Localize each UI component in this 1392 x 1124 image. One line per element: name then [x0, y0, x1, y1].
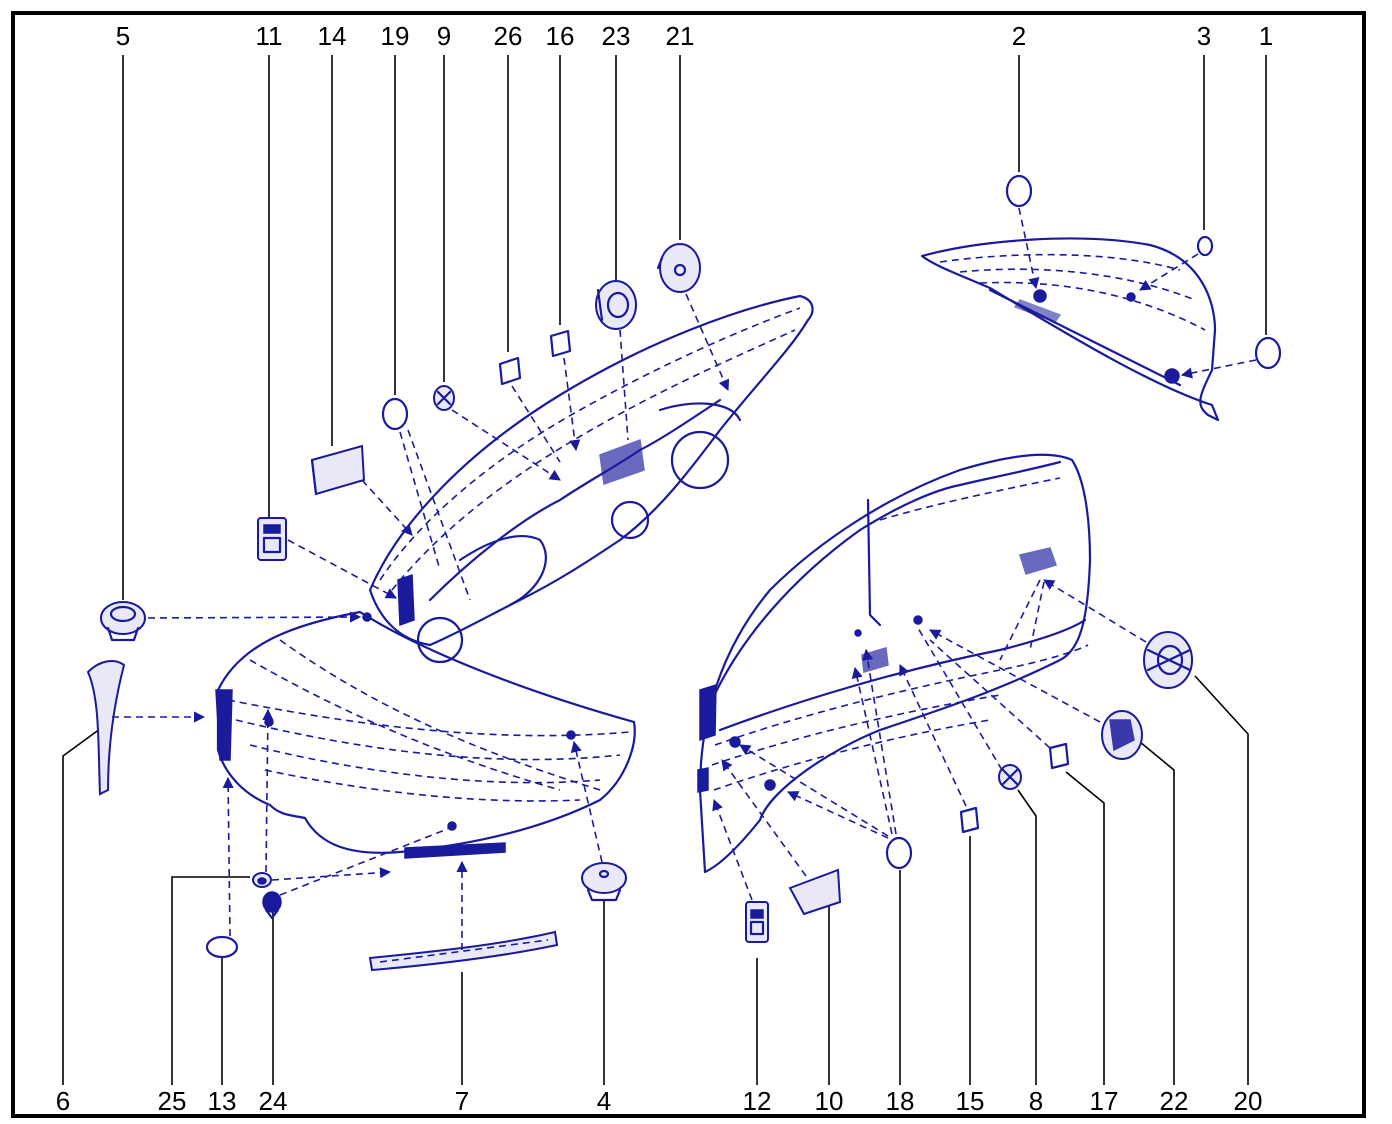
pad-10 [788, 868, 842, 916]
grommet-8 [998, 764, 1022, 790]
callout-16: 16 [546, 21, 575, 51]
callout-25: 25 [158, 1086, 187, 1116]
callout-5: 5 [116, 21, 130, 51]
callout-22: 22 [1160, 1086, 1189, 1116]
callout-14: 14 [318, 21, 347, 51]
callout-12: 12 [743, 1086, 772, 1116]
diagram-frame [11, 11, 1366, 1118]
grommet-20 [1143, 631, 1193, 689]
callout-24: 24 [259, 1086, 288, 1116]
leader-lines [62, 55, 1267, 1085]
plug-19 [381, 397, 409, 431]
plug-1 [1254, 336, 1282, 370]
callout-7: 7 [455, 1086, 469, 1116]
callout-3: 3 [1197, 21, 1211, 51]
strip-7 [368, 930, 559, 972]
plug-13 [205, 935, 239, 959]
hood [215, 610, 636, 859]
trim-strip-6 [86, 659, 126, 796]
button-plug-4 [581, 862, 627, 902]
callout-9: 9 [437, 21, 451, 51]
switch-12 [745, 901, 769, 943]
callout-26: 26 [494, 21, 523, 51]
callout-21: 21 [666, 21, 695, 51]
pad-14 [310, 444, 366, 496]
callout-18: 18 [886, 1086, 915, 1116]
patch-17 [1048, 742, 1070, 770]
switch-11 [257, 517, 287, 561]
callout-10: 10 [815, 1086, 844, 1116]
plug-2 [1005, 174, 1033, 208]
callouts-bottom: 6 25 13 24 7 4 12 10 18 15 8 17 22 20 [56, 1086, 1263, 1116]
rear-door-panel [362, 294, 814, 664]
trunk-lid [920, 237, 1220, 422]
patch-16 [549, 329, 572, 358]
callout-23: 23 [602, 21, 631, 51]
callout-8: 8 [1029, 1086, 1043, 1116]
clip-24 [262, 891, 282, 920]
callout-13: 13 [208, 1086, 237, 1116]
callout-19: 19 [381, 21, 410, 51]
grommet-5 [100, 601, 146, 642]
grommet-22 [1101, 710, 1143, 760]
speaker-23 [595, 280, 637, 330]
cover-21 [656, 243, 701, 293]
callouts-top: 5 11 14 19 9 26 16 23 21 2 3 1 [116, 21, 1273, 51]
patch-15 [959, 806, 980, 834]
callout-2: 2 [1012, 21, 1026, 51]
plug-3 [1196, 235, 1214, 257]
callout-1: 1 [1259, 21, 1273, 51]
callout-11: 11 [256, 21, 283, 51]
callout-20: 20 [1234, 1086, 1263, 1116]
callout-6: 6 [56, 1086, 70, 1116]
plug-18 [885, 836, 913, 870]
callout-17: 17 [1090, 1086, 1119, 1116]
patch-26 [498, 356, 522, 386]
callout-4: 4 [597, 1086, 611, 1116]
clip-25 [252, 872, 272, 888]
grommet-9 [433, 385, 455, 411]
callout-15: 15 [956, 1086, 985, 1116]
